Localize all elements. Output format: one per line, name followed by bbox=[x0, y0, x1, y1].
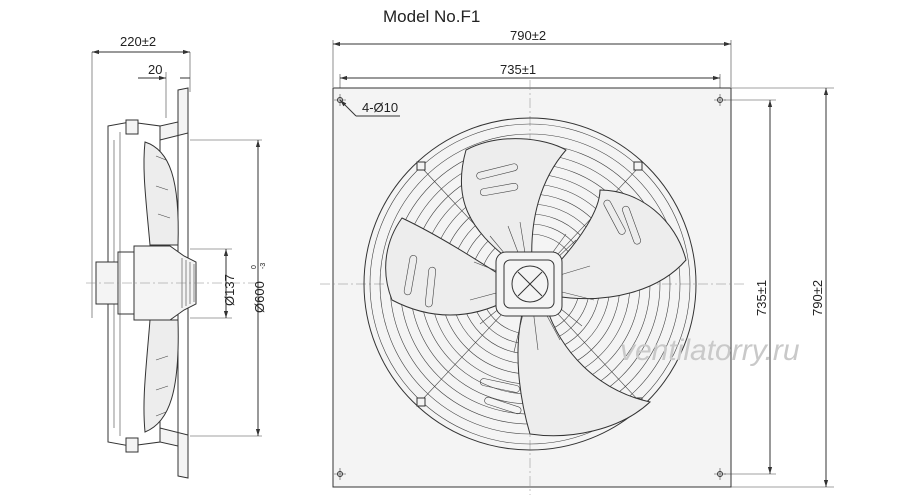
guard-clip-bottom-left bbox=[416, 397, 426, 407]
side-blade-top bbox=[143, 141, 179, 246]
watermark: ventilatorry.ru bbox=[620, 334, 800, 367]
side-guard-clip-bottom bbox=[125, 437, 139, 453]
plate-width-label: 790±2 bbox=[510, 28, 546, 43]
blade-left bbox=[385, 217, 509, 316]
model-title: Model No.F1 bbox=[383, 7, 480, 26]
hub-diameter-label: Ø137 bbox=[222, 274, 237, 306]
side-view: 220±2 20 Ø137 Ø6 bbox=[86, 34, 267, 479]
fan-diameter-tol-lower: -3 bbox=[260, 263, 267, 269]
side-blade-bottom bbox=[143, 319, 179, 433]
holes-label: 4-Ø10 bbox=[362, 100, 398, 115]
side-depth-label: 220±2 bbox=[120, 34, 156, 49]
fan-blades bbox=[385, 138, 687, 437]
side-guard-clip-top bbox=[125, 119, 139, 135]
guard-clip-top-left bbox=[416, 161, 426, 171]
front-view: 790±2 735±1 4-Ø10 bbox=[320, 28, 834, 495]
hole-spacing-h-label: 735±1 bbox=[500, 62, 536, 77]
fan-diameter-label: Ø600 bbox=[252, 281, 267, 313]
guard-clip-top-right bbox=[633, 161, 643, 171]
side-flange-top bbox=[159, 87, 189, 141]
blade-top bbox=[460, 138, 567, 263]
side-flange-bottom bbox=[159, 427, 189, 479]
hole-spacing-v-label: 735±1 bbox=[754, 280, 769, 316]
fan-diameter-tol-upper: 0 bbox=[251, 265, 258, 269]
side-offset-label: 20 bbox=[148, 62, 162, 77]
blade-right bbox=[551, 189, 687, 300]
plate-height-label: 790±2 bbox=[810, 280, 825, 316]
blade-bottom bbox=[517, 305, 652, 437]
